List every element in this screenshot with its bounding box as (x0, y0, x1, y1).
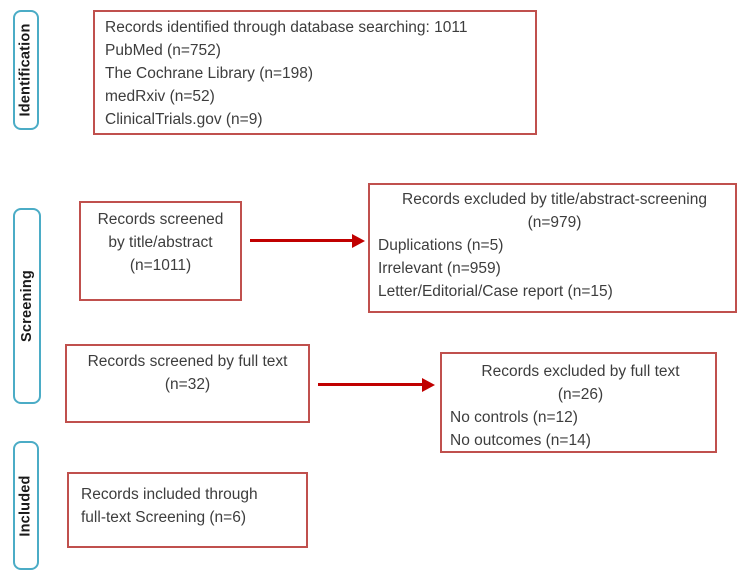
stage-included: Included (13, 441, 39, 570)
box-excluded-full-text-line: No outcomes (n=14) (450, 432, 591, 449)
box-excluded-title-abstract-line: Irrelevant (n=959) (378, 260, 501, 277)
stage-identification-label: Identification (18, 23, 34, 117)
box-screened-title-abstract: Records screened by title/abstract (n=10… (79, 201, 242, 301)
box-excluded-full-text-line: (n=26) (557, 386, 604, 403)
box-screened-title-abstract-line: (n=1011) (129, 257, 192, 274)
box-screened-title-abstract-line: by title/abstract (108, 234, 213, 251)
box-excluded-title-abstract-line: (n=979) (527, 214, 582, 231)
box-excluded-title-abstract: Records excluded by title/abstract-scree… (368, 183, 737, 313)
stage-included-label: Included (18, 474, 34, 537)
box-records-included-line: Records included through (81, 486, 258, 503)
box-excluded-full-text-line: No controls (n=12) (450, 409, 578, 426)
box-screened-full-text: Records screened by full text (n=32) (65, 344, 310, 423)
arrow-title-abstract-exclusion (250, 233, 365, 248)
box-excluded-title-abstract-line: Records excluded by title/abstract-scree… (402, 191, 707, 208)
stage-screening-label: Screening (19, 270, 36, 342)
box-records-included: Records included through full-text Scree… (67, 472, 308, 548)
box-records-identified-line: The Cochrane Library (n=198) (105, 65, 314, 82)
box-records-identified-line: ClinicalTrials.gov (n=9) (105, 111, 263, 128)
box-excluded-title-abstract-line: Letter/Editorial/Case report (n=15) (378, 283, 613, 300)
box-excluded-title-abstract-line: Duplications (n=5) (378, 237, 504, 254)
box-screened-full-text-line: (n=32) (164, 376, 211, 393)
stage-identification: Identification (13, 10, 39, 130)
box-records-identified: Records identified through database sear… (93, 10, 537, 135)
box-records-included-line: full-text Screening (n=6) (81, 509, 246, 526)
box-records-identified-line: medRxiv (n=52) (105, 88, 215, 105)
box-screened-full-text-line: Records screened by full text (87, 353, 288, 370)
arrow-full-text-exclusion (318, 377, 435, 392)
box-records-identified-line: PubMed (n=752) (105, 42, 221, 59)
box-excluded-full-text-line: Records excluded by full text (481, 363, 680, 380)
box-screened-title-abstract-line: Records screened (97, 211, 224, 228)
box-records-identified-line: Records identified through database sear… (105, 19, 468, 36)
box-excluded-full-text: Records excluded by full text (n=26) No … (440, 352, 717, 453)
stage-screening: Screening (13, 208, 41, 404)
